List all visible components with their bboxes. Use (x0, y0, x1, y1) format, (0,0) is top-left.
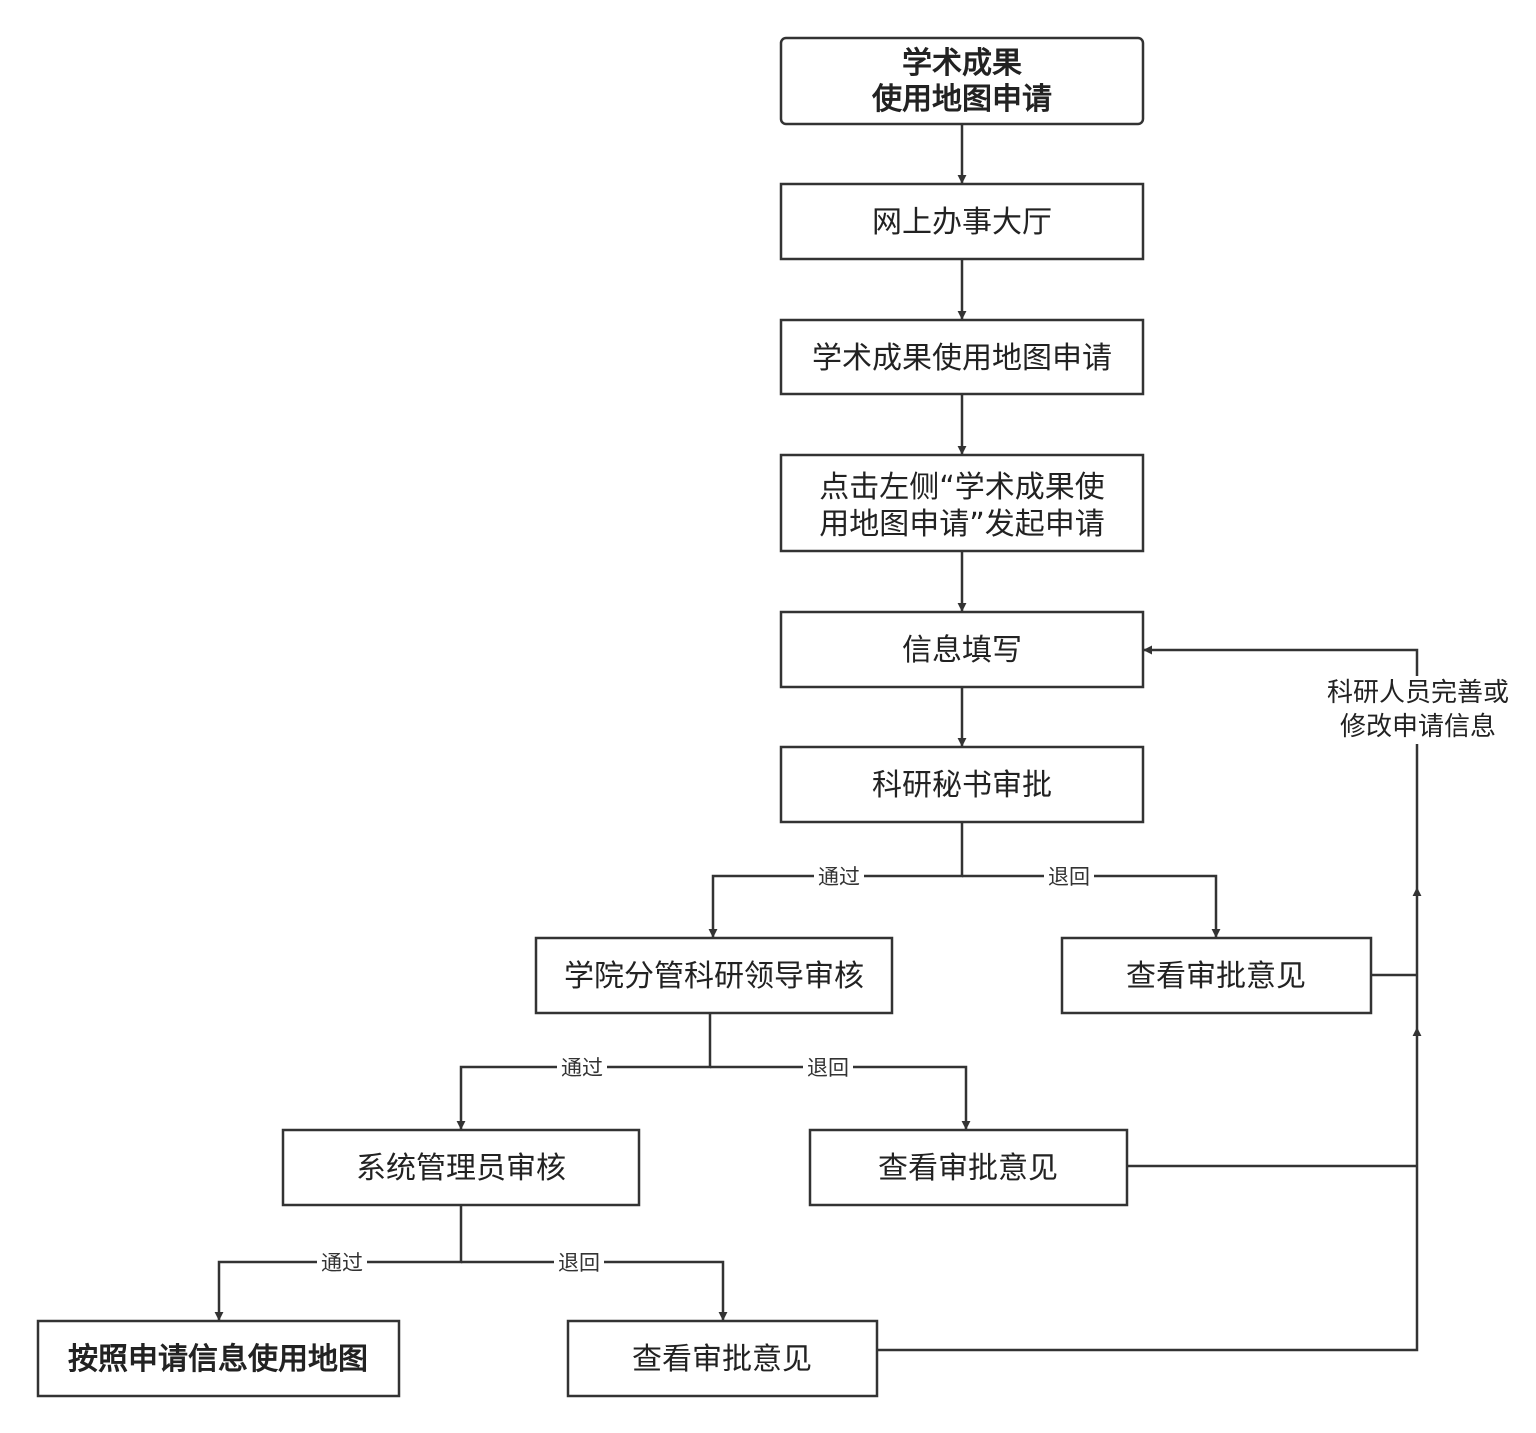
click-apply-line2: 用地图申请”发起申请 (819, 507, 1105, 542)
pass-label-1: 通过 (818, 865, 860, 889)
view-opinion-1-text: 查看审批意见 (1126, 959, 1306, 994)
view-opinion-3-text: 查看审批意见 (632, 1342, 812, 1377)
map-apply-box (779, 318, 1145, 396)
pass-1-bg (814, 862, 864, 890)
use-map-text: 按照申请信息使用地图 (68, 1342, 368, 1377)
arrow-leader-return (710, 1065, 971, 1130)
feedback-label-line1: 科研人员完善或 (1327, 678, 1509, 708)
online-hall-text: 网上办事大厅 (872, 205, 1052, 240)
pass-3-bg (317, 1248, 367, 1276)
start-node-line1: 学术成果 (902, 46, 1022, 81)
pass-label-2: 通过 (561, 1056, 603, 1080)
map-apply-text: 学术成果使用地图申请 (812, 341, 1112, 376)
online-hall-box (779, 182, 1145, 261)
feedback-label-bg (1318, 676, 1518, 744)
view-opinion-2-text: 查看审批意见 (878, 1151, 1058, 1186)
click-apply-box (779, 453, 1145, 553)
view-opinion-3-box (566, 1319, 879, 1398)
feedback-path-3 (877, 1027, 1422, 1352)
use-map-box (36, 1319, 401, 1398)
feedback-label-line2: 修改申请信息 (1340, 712, 1496, 742)
click-apply-line1: 点击左侧“学术成果使 (819, 470, 1105, 505)
pass-2-bg (557, 1053, 607, 1081)
return-label-3: 退回 (558, 1251, 600, 1275)
arrow-admin-return (461, 1260, 728, 1321)
feedback-path-to-info (1143, 645, 1419, 888)
college-leader-box (534, 936, 894, 1015)
return-3-bg (554, 1248, 604, 1276)
pass-label-3: 通过 (321, 1251, 363, 1275)
info-fill-text: 信息填写 (902, 633, 1022, 668)
sys-admin-box (281, 1128, 641, 1207)
sys-admin-text: 系统管理员审核 (356, 1151, 566, 1186)
return-2-bg (803, 1053, 853, 1081)
return-label-1: 退回 (1048, 865, 1090, 889)
start-node-line2: 使用地图申请 (871, 82, 1052, 117)
view-opinion-2-box (808, 1128, 1129, 1207)
return-label-2: 退回 (807, 1056, 849, 1080)
secretary-text: 科研秘书审批 (872, 768, 1052, 803)
college-leader-text: 学院分管科研领导审核 (564, 959, 864, 994)
return-1-bg (1044, 862, 1094, 890)
